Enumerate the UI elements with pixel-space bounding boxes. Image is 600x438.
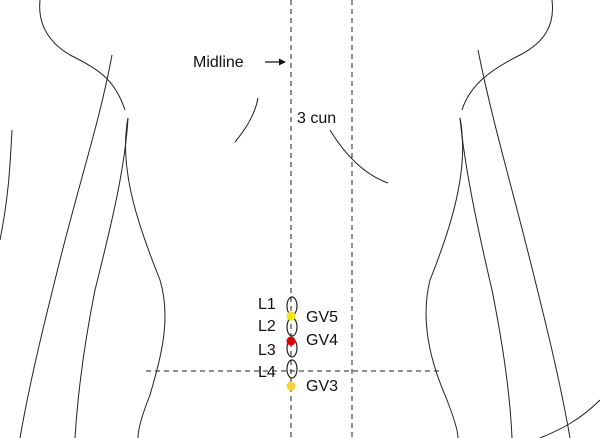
left-back-edge	[0, 129, 13, 241]
vertebra-l4-label: L4	[258, 364, 276, 381]
vertebra-l3-label: L3	[258, 342, 276, 359]
vertebra-l2-label: L2	[258, 318, 276, 335]
arrow-icon	[265, 58, 286, 66]
gv4-label: GV4	[306, 332, 338, 349]
left-arm-inner	[74, 117, 129, 438]
right-arm-inner	[459, 117, 513, 438]
vertebra-l1-label: L1	[258, 296, 276, 313]
right-scapula-line	[329, 129, 389, 184]
right-arm-outer	[477, 49, 571, 438]
gv4-point	[286, 336, 296, 346]
left-torso-side	[125, 117, 166, 438]
gv3-point	[286, 381, 296, 391]
right-neck-shoulder	[461, 0, 554, 111]
gv5-label: GV5	[306, 309, 338, 326]
right-back-edge	[539, 399, 600, 438]
gv5-point	[286, 311, 296, 321]
vertebra-l4	[286, 359, 298, 379]
vertebra-l2	[286, 317, 298, 337]
gv3-label: GV3	[306, 378, 338, 395]
left-neck-shoulder	[39, 0, 126, 111]
left-arm-outer	[19, 54, 113, 438]
left-scapula-line	[234, 97, 259, 143]
right-torso-side	[425, 117, 464, 438]
three-cun-label: 3 cun	[297, 110, 336, 127]
midline-label: Midline	[193, 54, 244, 71]
